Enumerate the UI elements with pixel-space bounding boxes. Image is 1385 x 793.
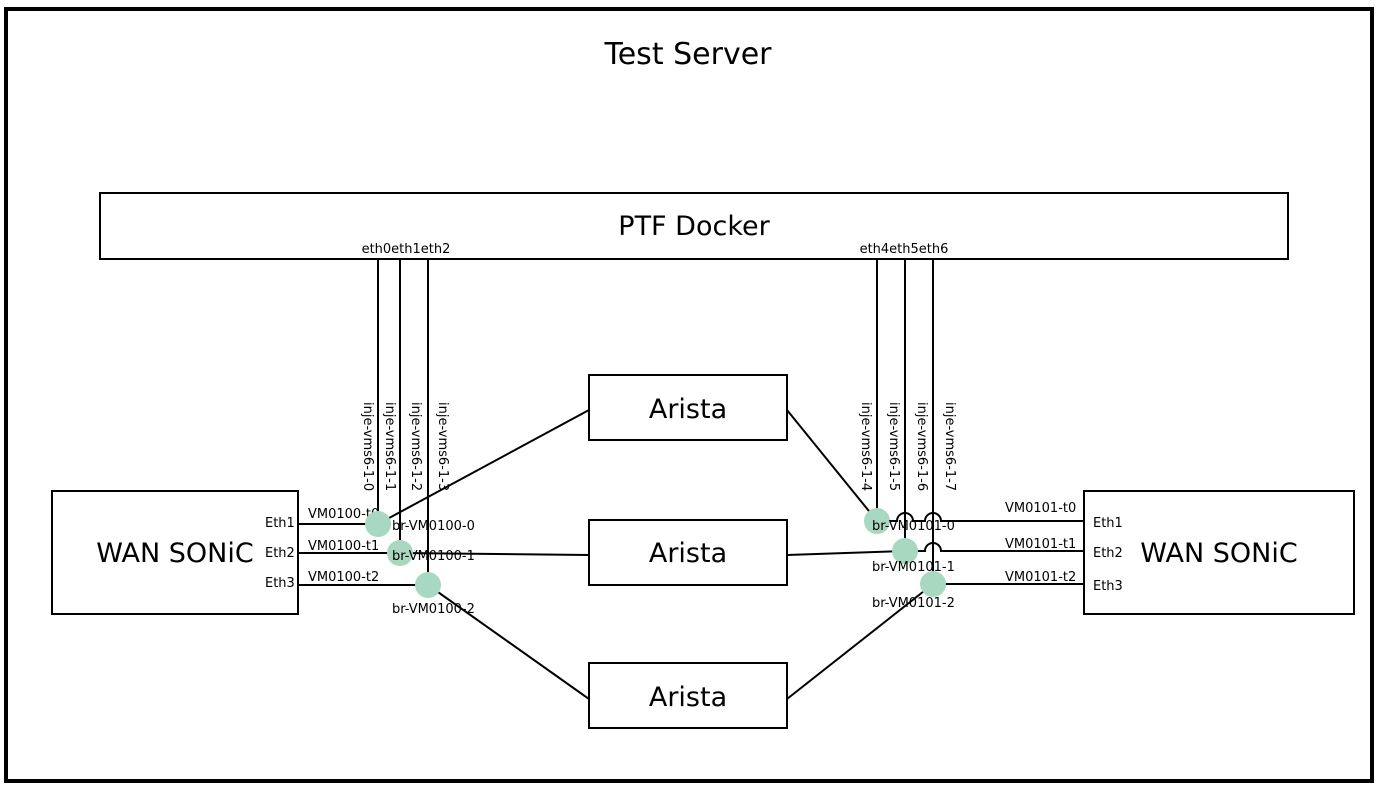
arista-box-3: [588, 662, 788, 729]
ptf-left-ports: eth0eth1eth2: [362, 242, 451, 257]
right-link-label-3: VM0101-t2: [1005, 570, 1076, 585]
vlan-label-left-0: inje-vms6-1-0: [360, 402, 375, 491]
wan-sonic-right-box: [1083, 490, 1355, 615]
right-link-label-2: VM0101-t1: [1005, 537, 1076, 552]
vlan-label-right-1: inje-vms6-1-5: [886, 402, 901, 491]
arista-box-1: [588, 374, 788, 441]
arista-box-2: [588, 519, 788, 586]
vlan-label-right-3: inje-vms6-1-7: [942, 402, 957, 491]
bridge-node-left-1: [387, 540, 413, 566]
left-link-label-3: VM0100-t2: [308, 570, 379, 585]
right-link-label-1: VM0101-t0: [1005, 501, 1076, 516]
wan-right-port-3: Eth3: [1093, 579, 1123, 594]
bridge-node-right-2: [920, 571, 946, 597]
wan-sonic-left-label: WAN SONiC: [96, 538, 253, 569]
vlan-label-right-2: inje-vms6-1-6: [914, 402, 929, 491]
wan-sonic-right-label: WAN SONiC: [1140, 538, 1297, 569]
left-links: [298, 259, 590, 700]
wan-left-port-3: Eth3: [265, 576, 295, 591]
arista-label-2: Arista: [649, 538, 727, 569]
bridge-node-left-2: [415, 572, 441, 598]
vlan-label-left-2: inje-vms6-1-2: [408, 402, 423, 491]
wan-right-port-1: Eth1: [1093, 516, 1123, 531]
arista-label-1: Arista: [649, 394, 727, 425]
right-links: [786, 259, 1084, 700]
left-link-label-1: VM0100-t0: [308, 507, 379, 522]
bridge-label-left-1: br-VM0100-1: [392, 549, 475, 564]
bridge-node-right-0: [864, 508, 890, 534]
vlan-label-left-3: inje-vms6-1-3: [435, 402, 450, 491]
vlan-label-right-0: inje-vms6-1-4: [858, 402, 873, 491]
vlan-label-left-1: inje-vms6-1-1: [382, 402, 397, 491]
bridge-node-left-0: [365, 511, 391, 537]
ptf-docker-label: PTF Docker: [618, 211, 770, 242]
bridge-label-right-0: br-VM0101-0: [872, 519, 955, 534]
wan-sonic-left-box: [51, 490, 299, 615]
bridge-label-left-0: br-VM0100-0: [392, 519, 475, 534]
bridge-label-left-2: br-VM0100-2: [392, 602, 475, 617]
bridge-node-right-1: [892, 538, 918, 564]
arista-label-3: Arista: [649, 682, 727, 713]
wan-right-port-2: Eth2: [1093, 546, 1123, 561]
bridge-label-right-1: br-VM0101-1: [872, 560, 955, 575]
ptf-right-ports: eth4eth5eth6: [860, 242, 949, 257]
test-server-frame: [4, 7, 1374, 783]
test-server-title: Test Server: [604, 37, 773, 72]
ptf-docker-box: [99, 192, 1289, 260]
wan-left-port-2: Eth2: [265, 546, 295, 561]
left-link-label-2: VM0100-t1: [308, 539, 379, 554]
wan-left-port-1: Eth1: [265, 516, 295, 531]
bridge-label-right-2: br-VM0101-2: [872, 596, 955, 611]
